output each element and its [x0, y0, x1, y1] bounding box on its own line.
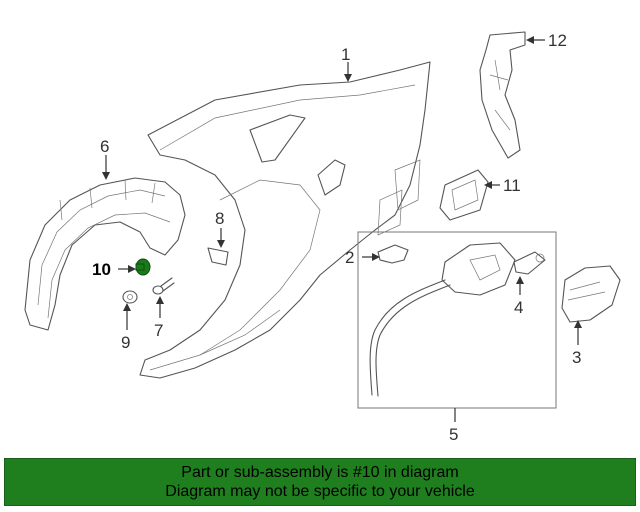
nut-9-drawing: [122, 290, 138, 304]
callout-9: 9: [121, 333, 130, 352]
callout-8: 8: [215, 209, 224, 228]
callout-3: 3: [572, 348, 581, 367]
screw-7-drawing: [152, 277, 175, 295]
bracket-8-drawing: [207, 247, 229, 266]
parts-diagram: 1 2 3 4 5 6 7 8 9 10 11 12: [24, 31, 621, 444]
callout-4: 4: [514, 298, 523, 317]
cap-4-drawing: [513, 251, 546, 275]
banner-line-1: Part or sub-assembly is #10 in diagram: [181, 464, 459, 481]
banner-line-2: Diagram may not be specific to your vehi…: [165, 483, 475, 500]
clip-2-drawing: [377, 244, 409, 264]
reinforcement-12-drawing: [479, 31, 526, 159]
callout-2: 2: [345, 248, 354, 267]
wheel-liner-drawing: [24, 177, 186, 331]
fuel-housing-drawing: [357, 231, 557, 409]
callout-12: 12: [548, 31, 567, 50]
callout-5: 5: [449, 425, 458, 444]
leader-lines: [102, 36, 582, 422]
fuel-door-3-drawing: [561, 265, 621, 323]
info-banner: Part or sub-assembly is #10 in diagram D…: [4, 458, 636, 506]
gasket-11-drawing: [439, 169, 489, 221]
callout-1: 1: [341, 45, 350, 64]
fastener-10-drawing: [135, 258, 151, 276]
quarter-panel-drawing: [139, 61, 431, 379]
callout-10: 10: [92, 260, 111, 279]
callout-11: 11: [503, 176, 521, 195]
callout-6: 6: [100, 137, 109, 156]
callout-7: 7: [154, 321, 163, 340]
